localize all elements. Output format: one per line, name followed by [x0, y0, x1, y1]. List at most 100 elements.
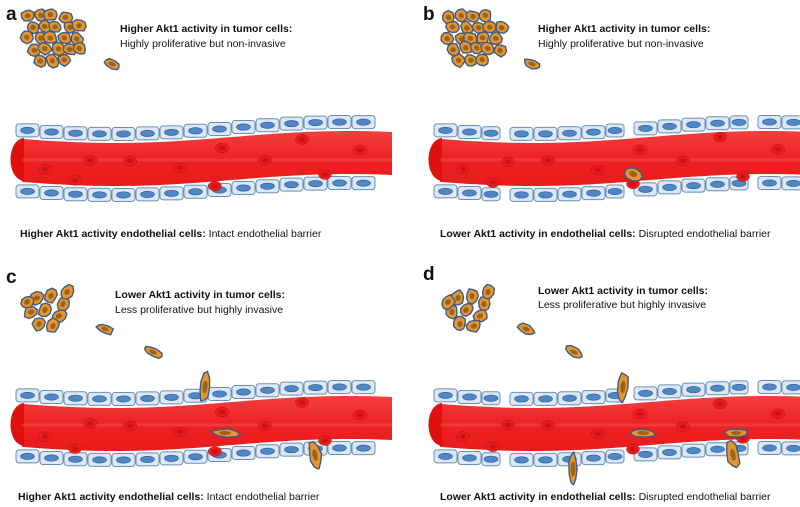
tumor-title: Higher Akt1 activity in tumor cells: — [120, 23, 292, 35]
endothelial-nucleus — [164, 454, 179, 462]
red-blood-cell — [295, 397, 309, 408]
endothelial-nucleus — [116, 456, 131, 464]
endothelial-nucleus — [20, 391, 35, 399]
panel-d: d Lower Akt1 activity in tumor cells: Le… — [423, 264, 800, 503]
tumor-nucleus — [479, 35, 486, 41]
endothelial-nucleus — [212, 390, 227, 398]
endothelial-nucleus — [686, 182, 701, 190]
red-blood-cell — [591, 164, 605, 175]
endothelial-nucleus — [356, 444, 371, 452]
endothelial-nucleus — [308, 119, 323, 127]
endothelial-nucleus — [68, 129, 83, 137]
endothelial-nucleus — [260, 121, 275, 129]
red-blood-cell — [215, 142, 229, 154]
vessel-end — [428, 137, 442, 181]
endothelial-caption: Higher Akt1 activity endothelial cells: … — [20, 228, 322, 240]
tumor-nucleus — [34, 295, 40, 301]
endothelial-nucleus — [686, 447, 701, 455]
blood-vessel — [428, 372, 800, 486]
red-blood-cell — [713, 398, 727, 409]
endothelial-nucleus — [164, 393, 179, 401]
tumor-nucleus — [476, 313, 484, 319]
tumor-nucleus — [41, 23, 48, 30]
endothelial-nucleus — [438, 391, 453, 399]
endothelial-nucleus — [538, 395, 553, 403]
tumor-nucleus — [37, 58, 44, 64]
tumor-nucleus — [450, 47, 456, 53]
tumor-nucleus — [60, 300, 66, 308]
endothelial-nucleus — [538, 456, 553, 464]
endothelial-nucleus — [164, 128, 179, 136]
endothelial-nucleus — [710, 384, 725, 392]
red-blood-cell — [215, 407, 229, 418]
endothelial-nucleus — [236, 449, 251, 457]
endothelial-nucleus — [607, 187, 623, 195]
tumor-nucleus — [468, 57, 474, 63]
red-blood-cell — [501, 156, 515, 167]
tumor-nucleus — [50, 322, 56, 330]
tumor-nucleus — [445, 299, 451, 305]
endothelial-nucleus — [188, 127, 203, 135]
endothelial-nucleus — [586, 393, 601, 401]
endothelial-nucleus — [762, 383, 777, 391]
endothelial-nucleus — [116, 191, 131, 199]
tumor-nucleus — [66, 46, 73, 52]
endothelial-nucleus — [284, 385, 299, 393]
red-blood-cell — [456, 163, 470, 174]
endothelial-nucleus — [44, 128, 59, 136]
red-blood-cell — [208, 446, 222, 457]
tumor-nucleus — [445, 14, 452, 21]
red-blood-cell — [541, 420, 555, 431]
red-blood-cell — [123, 420, 137, 431]
tumor-nucleus — [486, 24, 493, 30]
endothelial-nucleus — [638, 124, 653, 132]
tumor-nucleus — [67, 24, 73, 30]
endothelial-nucleus — [786, 118, 800, 126]
endothelial-nucleus — [514, 395, 529, 403]
vessel-end — [10, 137, 24, 181]
tumor-nucleus — [24, 13, 31, 19]
tumor-nucleus — [469, 292, 475, 300]
red-blood-cell — [541, 155, 555, 166]
tumor-nucleus — [455, 294, 461, 302]
endothelial-nucleus — [68, 190, 83, 198]
tumor-nucleus — [620, 380, 626, 394]
tumor-description: Less proliferative but highly invasive — [115, 304, 283, 316]
endothelial-nucleus — [284, 446, 299, 454]
tumor-nucleus — [47, 12, 54, 18]
endothelial-nucleus — [116, 395, 131, 403]
endothelial-nucleus — [308, 384, 323, 392]
endothelial-nucleus — [332, 444, 347, 452]
tumor-nucleus — [55, 46, 62, 52]
endothelial-nucleus — [260, 182, 275, 190]
endothelial-nucleus — [586, 454, 601, 462]
endothelial-nucleus — [356, 118, 371, 126]
red-blood-cell — [173, 426, 187, 437]
tumor-title: Lower Akt1 activity in tumor cells: — [538, 285, 708, 297]
endothelial-nucleus — [164, 189, 179, 197]
tumor-nucleus — [730, 449, 736, 461]
endothelial-nucleus — [607, 126, 623, 134]
red-blood-cell — [486, 441, 500, 452]
tumor-nucleus — [628, 170, 638, 178]
tumor-description: Highly proliferative but non-invasive — [538, 38, 704, 50]
endothelial-nucleus — [438, 126, 453, 134]
red-blood-cell — [456, 431, 470, 442]
tumor-nucleus — [64, 289, 70, 295]
endothelial-nucleus — [562, 190, 577, 198]
endothelial-nucleus — [483, 455, 499, 463]
endothelial-nucleus — [92, 191, 107, 199]
tumor-nucleus — [497, 47, 503, 54]
panel-letter: d — [423, 264, 435, 285]
blood-vessel — [428, 115, 800, 202]
endothelial-nucleus — [236, 123, 251, 131]
tumor-nucleus — [528, 61, 536, 67]
tumor-cell-cluster — [440, 8, 541, 70]
endothelial-nucleus — [562, 129, 577, 137]
panel-c: c Lower Akt1 activity in tumor cells: Le… — [6, 267, 392, 503]
vessel-lumen — [22, 396, 392, 451]
endothelial-nucleus — [140, 129, 155, 137]
tumor-nucleus — [61, 57, 68, 63]
tumor-nucleus — [522, 326, 530, 332]
